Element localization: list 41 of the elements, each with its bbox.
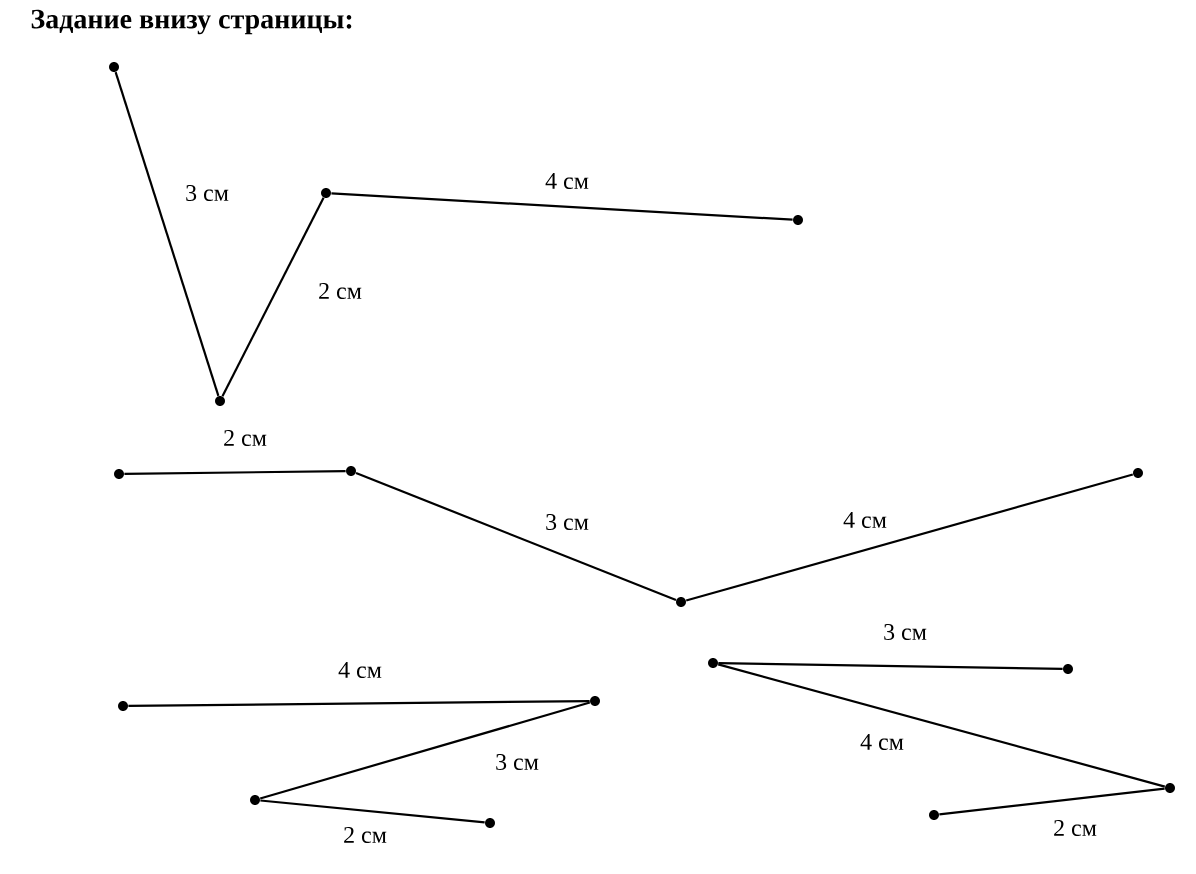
length-label: 3 см	[881, 621, 929, 643]
length-label: 2 см	[341, 824, 389, 846]
line-segment	[128, 699, 590, 708]
point	[793, 215, 803, 225]
point	[485, 818, 495, 828]
length-label: 3 см	[183, 182, 231, 204]
line-segment	[331, 192, 793, 221]
length-label: 4 см	[858, 732, 906, 752]
line-segment	[114, 71, 220, 397]
length-label: 3 см	[543, 511, 591, 533]
line-segment	[717, 663, 1166, 788]
point	[250, 795, 260, 805]
point	[1063, 664, 1073, 674]
point	[708, 658, 718, 668]
length-label: 2 см	[221, 427, 269, 449]
line-segment	[685, 473, 1134, 602]
point	[929, 810, 939, 820]
title: Задание внизу страницы:	[31, 9, 352, 35]
point	[109, 62, 119, 72]
point	[215, 396, 225, 406]
point	[676, 597, 686, 607]
line-segment	[221, 197, 325, 397]
length-label: 2 см	[1051, 817, 1099, 839]
line-segment	[259, 701, 591, 800]
length-label: 4 см	[336, 660, 384, 680]
point	[321, 188, 331, 198]
point	[346, 466, 356, 476]
line-segment	[939, 787, 1165, 816]
point	[1133, 468, 1143, 478]
line-segment	[718, 662, 1063, 670]
point	[118, 701, 128, 711]
line-segment	[355, 471, 677, 602]
length-label: 4 см	[841, 510, 889, 530]
point	[590, 696, 600, 706]
point	[1165, 783, 1175, 793]
line-segment	[124, 469, 346, 476]
line-segment	[260, 799, 485, 824]
length-label: 3 см	[493, 751, 541, 773]
point	[114, 469, 124, 479]
length-label: 4 см	[543, 171, 591, 191]
length-label: 2 см	[316, 280, 364, 302]
